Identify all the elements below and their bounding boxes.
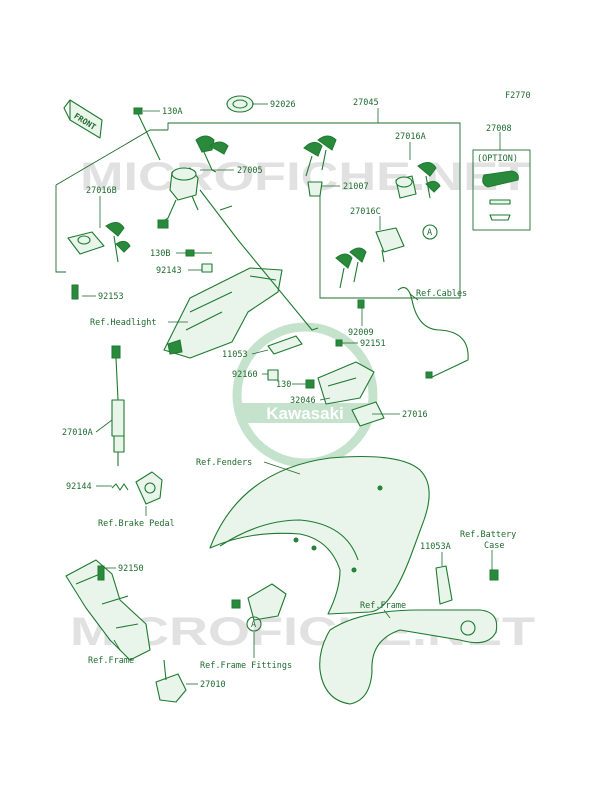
option-box: [472, 149, 531, 231]
bracket-11053A: [435, 565, 499, 605]
fork-tube: [199, 189, 319, 331]
label-ref-fenders: Ref.Fenders: [196, 458, 252, 468]
switch-27010A: [111, 345, 125, 466]
brake-pedal-part: [135, 471, 163, 505]
leader-lines: [82, 103, 501, 685]
cap-21007: [307, 181, 323, 197]
lock-27016A: [395, 162, 441, 199]
frame-fittings-bracket: [231, 583, 287, 621]
label-ref-brake-pedal: Ref.Brake Pedal: [98, 519, 175, 529]
bracket-32046: [305, 361, 375, 405]
label-21007: 21007: [343, 182, 369, 192]
label-92150: 92150: [118, 564, 144, 574]
ring-92026: [226, 95, 254, 113]
marker-a-top-label: A: [427, 228, 432, 238]
rear-fender: [209, 456, 430, 615]
rear-frame-right: [319, 609, 498, 705]
marker-a-bottom: A: [246, 616, 262, 632]
label-92151: 92151: [360, 339, 386, 349]
option-label: (OPTION): [477, 154, 518, 164]
switch-27010: [155, 659, 187, 703]
diagram-code: F2770: [505, 91, 531, 101]
label-ref-headlight: Ref.Headlight: [90, 318, 157, 328]
collar-92143: [201, 263, 213, 273]
label-27045: 27045: [353, 98, 379, 108]
label-130: 130: [276, 380, 291, 390]
label-27008: 27008: [486, 124, 512, 134]
label-92009: 92009: [348, 328, 374, 338]
label-92144: 92144: [66, 482, 92, 492]
watermark-top: MICROFICHE.NET: [80, 155, 530, 199]
bolt-92153: [71, 284, 79, 300]
label-27016B: 27016B: [86, 186, 117, 196]
label-92160: 92160: [232, 370, 258, 380]
label-92026: 92026: [270, 100, 296, 110]
label-130A: 130A: [162, 107, 182, 117]
label-ref-battery-line1: Ref.Battery: [460, 530, 516, 540]
label-11053: 11053: [222, 350, 248, 360]
label-ref-frame-right: Ref.Frame: [360, 601, 406, 611]
rear-frame-left: [65, 559, 151, 661]
grommet-92160: [267, 369, 279, 381]
label-27010: 27010: [200, 680, 226, 690]
label-ref-frame-left: Ref.Frame: [88, 656, 134, 666]
label-ref-battery-line2: Case: [484, 541, 504, 551]
keys-27045: [303, 135, 337, 177]
label-27016C: 27016C: [350, 207, 381, 217]
label-11053A: 11053A: [420, 542, 451, 552]
label-32046: 32046: [290, 396, 316, 406]
bolt-130A: [133, 107, 161, 161]
label-27005: 27005: [237, 166, 263, 176]
marker-a-top: A: [422, 224, 438, 240]
label-27016A: 27016A: [395, 132, 426, 142]
key-27008: [482, 170, 519, 221]
label-27010A: 27010A: [62, 428, 93, 438]
label-27016: 27016: [402, 410, 428, 420]
assembly-frame-27045: [55, 122, 461, 299]
switch-27016: [351, 401, 385, 427]
label-ref-frame-fittings: Ref.Frame Fittings: [200, 661, 292, 671]
label-92143: 92143: [156, 266, 182, 276]
bolt-130B: [185, 249, 212, 257]
watermark-brand: Kawasaki: [266, 404, 344, 423]
label-130B: 130B: [150, 249, 170, 259]
label-92153: 92153: [98, 292, 124, 302]
lock-27016C: [375, 227, 405, 263]
headlight-bracket: [163, 267, 283, 359]
keys-27045-lower: [335, 247, 367, 289]
spring-92144: [111, 483, 129, 491]
label-ref-cables: Ref.Cables: [416, 289, 467, 299]
bracket-11053: [267, 335, 303, 355]
front-arrow-badge: FRONT: [63, 99, 103, 139]
marker-a-bottom-label: A: [251, 620, 256, 630]
lock-27016B: [67, 222, 131, 263]
ignition-switch-27005: [157, 167, 199, 229]
